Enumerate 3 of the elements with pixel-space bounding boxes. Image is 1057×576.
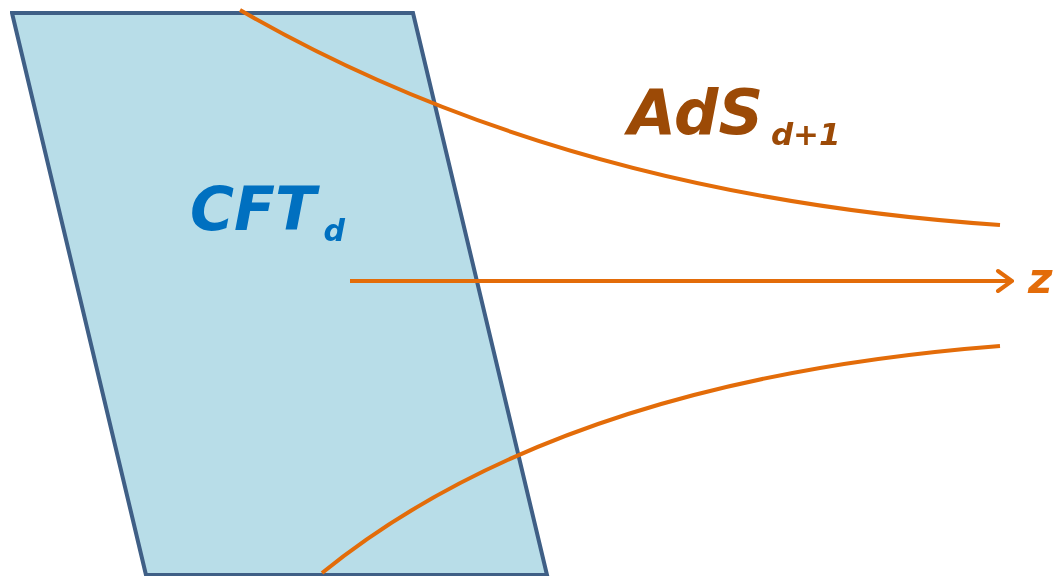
axis-label: z — [1028, 258, 1053, 300]
arrow — [350, 269, 1014, 293]
plane-label: CFT$_{d}$ — [190, 179, 345, 246]
